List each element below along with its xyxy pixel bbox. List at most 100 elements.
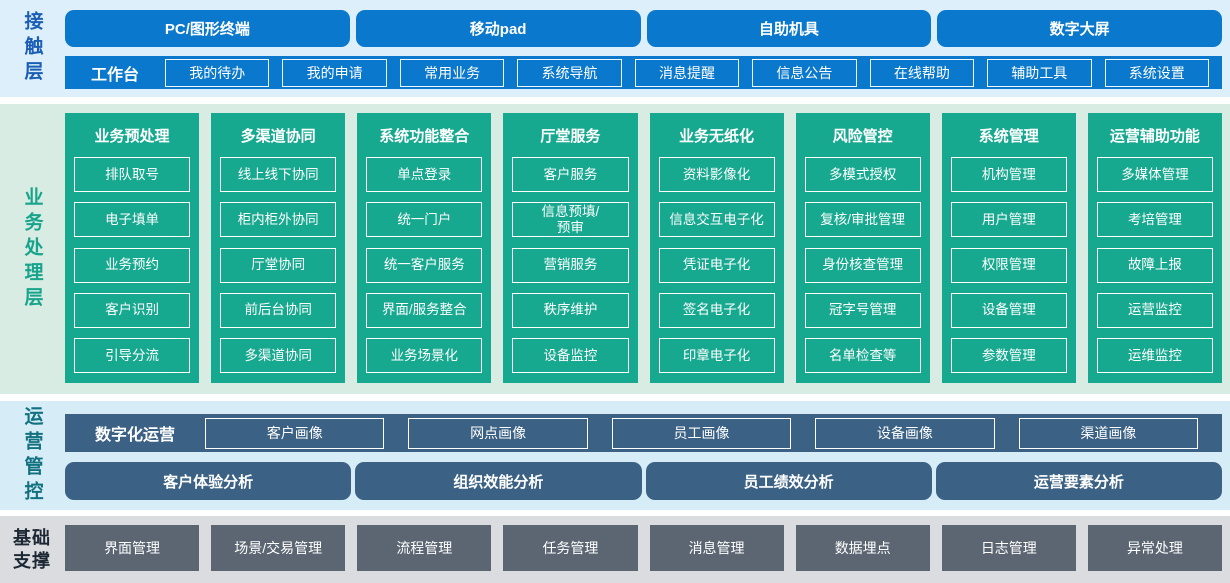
business-item: 客户服务 [512,157,629,192]
business-layer-section: 业务处理层 业务预处理排队取号电子填单业务预约客户识别引导分流多渠道协同线上线下… [0,104,1230,394]
business-item: 冠字号管理 [804,292,921,328]
foundation-row: 界面管理场景/交易管理流程管理任务管理消息管理数据埋点日志管理异常处理 [65,525,1222,571]
analysis-button: 客户体验分析 [65,462,352,500]
workbench-item: 辅助工具 [987,58,1092,87]
business-item: 业务场景化 [366,338,483,373]
channel-button: 移动pad [355,10,641,47]
business-layer-label: 业务处理层 [21,186,43,312]
business-column: 运营辅助功能多媒体管理考培管理故障上报运营监控运维监控 [1087,113,1222,383]
business-item: 多渠道协同 [220,338,337,373]
business-item: 多媒体管理 [1096,157,1213,192]
business-columns: 业务预处理排队取号电子填单业务预约客户识别引导分流多渠道协同线上线下协同柜内柜外… [65,113,1222,383]
business-column-title: 多渠道协同 [240,128,316,145]
business-column-title: 风险管控 [832,128,893,145]
business-item: 统一客户服务 [366,247,483,283]
workbench-item: 我的待办 [165,58,270,87]
workbench-item: 系统设置 [1104,58,1209,87]
workbench-item: 消息提醒 [634,58,740,87]
digital-operations-bar: 数字化运营 客户画像网点画像员工画像设备画像渠道画像 [65,414,1222,452]
business-item: 统一门户 [366,202,483,238]
channel-button: PC/图形终端 [65,10,350,47]
business-column-title: 业务无纸化 [679,128,755,145]
business-item: 签名电子化 [658,292,775,328]
business-item: 电子填单 [74,202,191,238]
foundation-item: 数据埋点 [795,525,930,571]
business-item: 凭证电子化 [658,247,775,283]
business-item: 名单检查等 [804,338,921,373]
business-item: 考培管理 [1096,202,1213,238]
workbench-item: 常用业务 [399,58,505,87]
business-item: 柜内柜外协同 [220,202,337,238]
profile-item: 网点画像 [408,417,588,449]
business-item: 厅堂协同 [220,247,337,283]
foundation-layer-section: 基础支撑 界面管理场景/交易管理流程管理任务管理消息管理数据埋点日志管理异常处理 [0,516,1230,583]
business-item: 故障上报 [1096,247,1213,283]
business-item: 印章电子化 [658,338,775,373]
business-column-title: 系统功能整合 [379,128,470,145]
business-item: 运营监控 [1096,292,1213,328]
profile-item: 渠道画像 [1018,417,1199,449]
business-item: 线上线下协同 [220,157,337,192]
foundation-item: 界面管理 [65,525,200,571]
operations-layer-label: 运营管控 [21,405,43,506]
business-item: 资料影像化 [658,157,775,192]
business-item: 界面/服务整合 [366,292,483,328]
business-item: 排队取号 [74,157,191,192]
business-item: 设备监控 [512,337,629,373]
analysis-button: 运营要素分析 [935,462,1222,500]
business-column-items: 多媒体管理考培管理故障上报运营监控运维监控 [1096,152,1213,373]
business-item: 信息预填/ 预审 [512,202,629,238]
analysis-row: 客户体验分析组织效能分析员工绩效分析运营要素分析 [65,462,1222,500]
analysis-button: 员工绩效分析 [645,462,932,500]
foundation-item: 场景/交易管理 [211,525,346,571]
foundation-item: 异常处理 [1087,525,1222,571]
business-column-items: 排队取号电子填单业务预约客户识别引导分流 [74,152,191,373]
business-item: 业务预约 [74,247,191,283]
foundation-item: 消息管理 [649,525,784,571]
business-item: 引导分流 [74,338,191,373]
workbench-item: 我的申请 [282,58,387,87]
profile-item: 员工画像 [611,417,792,449]
foundation-item: 日志管理 [941,525,1076,571]
business-column-items: 客户服务信息预填/ 预审营销服务秩序维护设备监控 [512,152,629,373]
business-item: 用户管理 [950,202,1067,238]
business-column-title: 业务预处理 [94,128,170,145]
profile-item: 设备画像 [815,417,995,449]
contact-layer-label: 接触层 [21,11,43,86]
operations-layer-section: 运营管控 数字化运营 客户画像网点画像员工画像设备画像渠道画像 客户体验分析组织… [0,401,1230,510]
business-column: 业务无纸化资料影像化信息交互电子化凭证电子化签名电子化印章电子化 [649,113,784,383]
business-item: 信息交互电子化 [658,202,775,238]
channel-button: 自助机具 [646,10,932,47]
business-item: 客户识别 [74,292,191,328]
workbench-label: 工作台 [90,66,139,84]
foundation-item: 流程管理 [357,525,492,571]
business-column: 风险管控多模式授权复核/审批管理身份核查管理冠字号管理名单检查等 [795,113,930,383]
business-column-items: 多模式授权复核/审批管理身份核查管理冠字号管理名单检查等 [804,152,921,373]
channel-button: 数字大屏 [937,10,1222,47]
workbench-item: 信息公告 [752,58,857,87]
business-column: 系统功能整合单点登录统一门户统一客户服务界面/服务整合业务场景化 [357,113,492,383]
business-column-items: 单点登录统一门户统一客户服务界面/服务整合业务场景化 [366,152,483,373]
business-column-items: 线上线下协同柜内柜外协同厅堂协同前后台协同多渠道协同 [220,152,337,373]
business-column-title: 厅堂服务 [540,128,601,145]
business-column-items: 资料影像化信息交互电子化凭证电子化签名电子化印章电子化 [658,152,775,373]
business-column-title: 系统管理 [978,128,1039,145]
workbench-items: 我的待办我的申请常用业务系统导航消息提醒信息公告在线帮助辅助工具系统设置 [165,58,1222,87]
workbench-bar: 工作台 我的待办我的申请常用业务系统导航消息提醒信息公告在线帮助辅助工具系统设置 [65,56,1222,89]
business-column: 多渠道协同线上线下协同柜内柜外协同厅堂协同前后台协同多渠道协同 [211,113,346,383]
profile-item: 客户画像 [205,417,385,449]
workbench-item: 系统导航 [517,58,622,87]
business-column: 厅堂服务客户服务信息预填/ 预审营销服务秩序维护设备监控 [503,113,638,383]
business-item: 运维监控 [1096,338,1213,373]
business-column-title: 运营辅助功能 [1109,128,1200,145]
business-item: 设备管理 [950,292,1067,328]
business-column: 系统管理机构管理用户管理权限管理设备管理参数管理 [941,113,1076,383]
business-item: 多模式授权 [804,157,921,192]
business-item: 前后台协同 [220,292,337,328]
business-column: 业务预处理排队取号电子填单业务预约客户识别引导分流 [65,113,200,383]
workbench-item: 在线帮助 [869,58,975,87]
business-item: 单点登录 [366,157,483,192]
business-column-items: 机构管理用户管理权限管理设备管理参数管理 [950,152,1067,373]
